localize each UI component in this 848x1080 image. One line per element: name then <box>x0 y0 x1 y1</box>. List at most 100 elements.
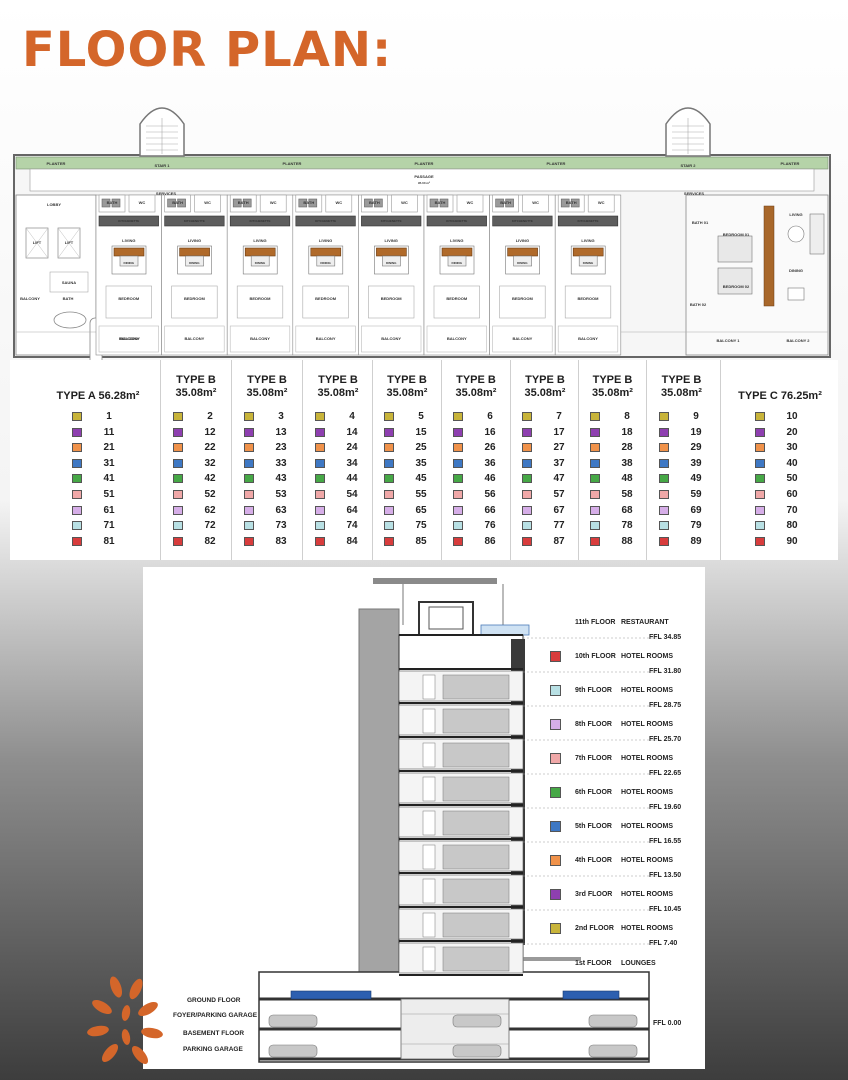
bed-pillow <box>119 255 139 267</box>
passage-corridor <box>29 168 815 192</box>
services-label: SERVICES <box>684 191 704 196</box>
legend-row: 70 <box>755 505 805 517</box>
room-volume <box>442 878 510 904</box>
color-swatch <box>453 536 463 546</box>
floor-name: 1st FLOOR <box>575 960 612 967</box>
living-label: LIVING <box>450 238 463 243</box>
unit-number: 16 <box>484 426 496 438</box>
color-swatch <box>590 474 600 484</box>
color-swatch <box>522 458 532 468</box>
kitchenette-counter <box>557 215 619 227</box>
legend-row: 34 <box>315 458 365 470</box>
unit-number: 56 <box>484 489 496 500</box>
color-swatch <box>659 474 669 484</box>
unit-number: 44 <box>346 473 358 485</box>
floor-color-swatch <box>550 719 561 730</box>
kitchenette-label: KITCHENETTE <box>446 219 467 223</box>
wc-room <box>325 194 353 213</box>
color-swatch <box>755 505 765 515</box>
brand-logo-icon <box>87 976 163 1065</box>
color-swatch <box>384 427 394 437</box>
unit-number: 8 <box>624 411 630 422</box>
legend-row: 31 <box>72 458 122 470</box>
unit-area: 35.08m² <box>246 387 288 399</box>
kitchenette-label: KITCHENETTE <box>512 219 533 223</box>
legend-row: 2 <box>173 411 223 423</box>
color-swatch <box>590 505 600 515</box>
bath-label: BATH <box>107 200 118 205</box>
color-swatch <box>72 536 82 546</box>
bath-label: BATH <box>238 200 249 205</box>
color-swatch <box>173 458 183 468</box>
color-swatch <box>315 490 325 499</box>
color-swatch <box>173 521 183 531</box>
color-swatch <box>590 536 600 546</box>
color-swatch <box>315 474 325 484</box>
wc-label: WC <box>532 200 539 205</box>
floor-level: FFL 34.85 <box>649 634 682 641</box>
unit-area: 35.08m² <box>317 387 359 399</box>
unit-type: TYPE B <box>176 374 216 386</box>
unit-number: 5 <box>418 411 424 422</box>
unit-number: 27 <box>553 442 565 454</box>
floor-level: FFL 28.75 <box>649 702 682 709</box>
legend-row: 33 <box>244 458 294 470</box>
legend-row: 83 <box>244 536 294 548</box>
floor-color-swatch <box>550 651 561 662</box>
unit-number: 12 <box>204 426 216 438</box>
unit-number: 57 <box>553 489 565 500</box>
unit-number: 73 <box>275 520 287 532</box>
sofa-c <box>809 213 825 255</box>
unit-number: 78 <box>621 520 633 532</box>
unit-number: 3 <box>278 411 284 422</box>
kitchenette-counter <box>295 215 356 227</box>
color-swatch <box>755 443 765 453</box>
color-swatch <box>384 536 394 546</box>
services-label: SERVICES <box>156 191 176 196</box>
legend-row: 17 <box>522 427 572 439</box>
floor-name: 6th FLOOR <box>575 789 612 796</box>
bath-fixture <box>177 198 186 208</box>
unit-number: 54 <box>346 489 358 500</box>
color-swatch <box>453 521 463 531</box>
unit-number: 11 <box>103 426 115 438</box>
plan-type-b-units <box>95 194 622 356</box>
lift-label: LIFT <box>33 240 42 245</box>
legend-row: 68 <box>590 505 640 517</box>
color-swatch <box>244 521 254 531</box>
color-swatch <box>755 474 765 484</box>
legend-row: 52 <box>173 489 223 501</box>
living-label: LIVING <box>385 238 398 243</box>
color-swatch <box>72 521 82 531</box>
bath-fixture <box>505 198 514 208</box>
unit-number: 14 <box>346 426 358 438</box>
legend-row: 27 <box>522 442 572 454</box>
unit-number: 58 <box>621 489 633 500</box>
unit-number: 60 <box>786 489 798 500</box>
legend-row: 9 <box>659 411 709 423</box>
bed-headboard <box>507 247 538 257</box>
legend-row: 67 <box>522 505 572 517</box>
color-swatch <box>522 505 532 515</box>
bath-fixture <box>570 198 580 208</box>
unit-area: 35.08m² <box>175 387 217 399</box>
kitchenette-label: KITCHENETTE <box>381 219 402 223</box>
living-label: LIVING <box>253 238 266 243</box>
legend-row: 46 <box>453 473 503 485</box>
kitchenette-label: KITCHENETTE <box>315 219 336 223</box>
legend-row: 74 <box>315 520 365 532</box>
unit-number: 52 <box>204 489 216 500</box>
balcony-area <box>557 325 619 353</box>
floor-use: LOUNGES <box>621 960 656 967</box>
legend-row: 43 <box>244 473 294 485</box>
unit-number: 21 <box>103 442 115 454</box>
color-swatch <box>755 458 765 468</box>
legend-row: 18 <box>590 427 640 439</box>
color-swatch <box>315 536 325 546</box>
unit-number: 83 <box>275 535 287 547</box>
floor-color-swatch <box>550 855 561 866</box>
bed-headboard <box>244 247 276 257</box>
color-swatch <box>590 521 600 531</box>
